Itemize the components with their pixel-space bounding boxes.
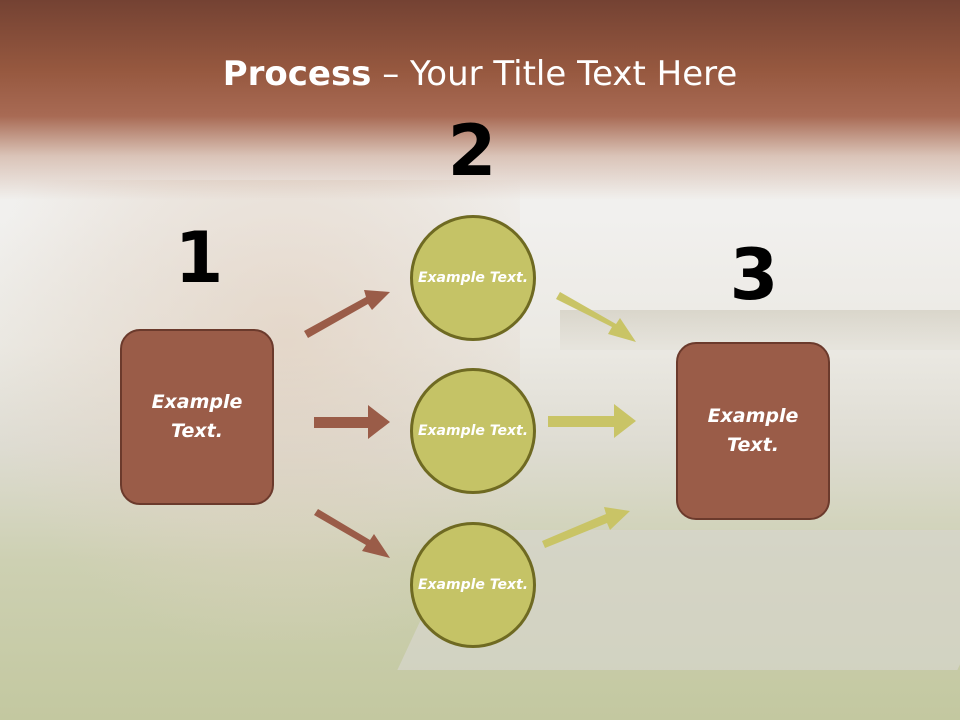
step-3-box: Example Text.: [676, 342, 830, 520]
step-number-2: 2: [447, 110, 497, 192]
process-circle-bottom: Example Text.: [410, 522, 536, 648]
process-circle-top: Example Text.: [410, 215, 536, 341]
arrow-from-circle-middle: [548, 404, 636, 438]
header-band: [0, 0, 960, 200]
process-circle-middle: Example Text.: [410, 368, 536, 494]
title-rest: – Your Title Text Here: [371, 54, 738, 94]
arrow-to-circle-top: [304, 290, 390, 338]
arrow-to-circle-bottom: [314, 509, 390, 558]
arrow-from-circle-top: [556, 292, 636, 342]
step-number-3: 3: [729, 234, 779, 316]
arrow-from-circle-bottom: [542, 507, 630, 548]
arrow-to-circle-middle: [314, 405, 390, 439]
step-number-1: 1: [174, 217, 224, 299]
title-bold: Process: [222, 54, 372, 94]
brown-arrows: [304, 290, 390, 558]
step-1-box: Example Text.: [120, 329, 274, 505]
slide-title: Process – Your Title Text Here: [0, 54, 960, 94]
olive-arrows: [542, 292, 636, 548]
